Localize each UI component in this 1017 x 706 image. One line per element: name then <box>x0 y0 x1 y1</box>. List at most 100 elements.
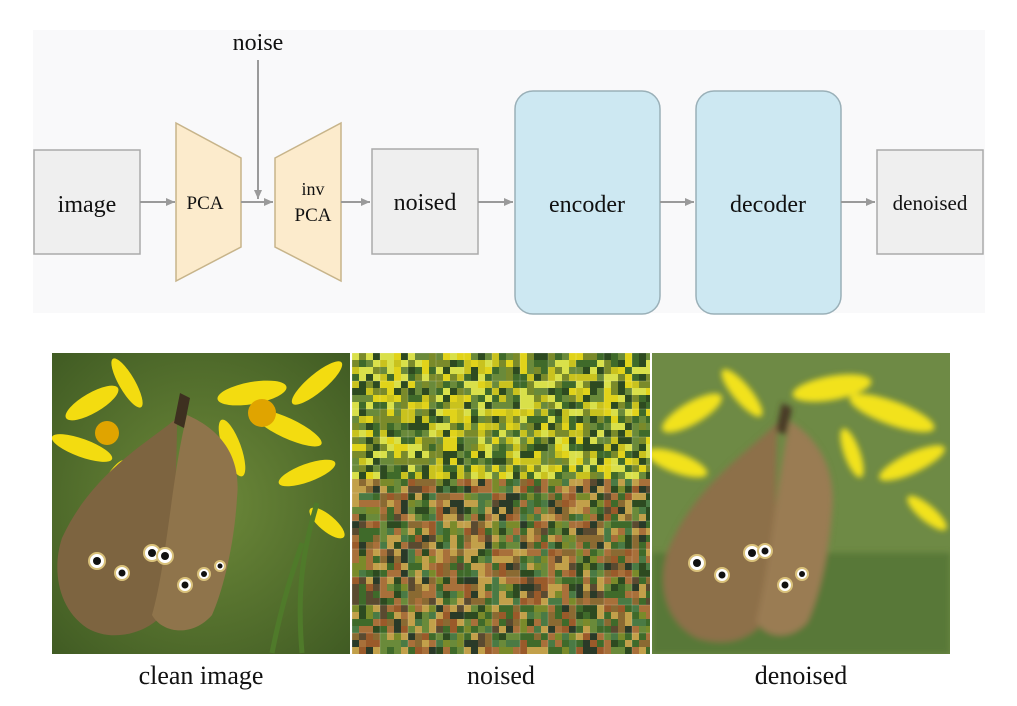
noise-pixel <box>583 619 590 626</box>
noise-pixel <box>471 521 478 528</box>
noise-pixel <box>352 444 359 451</box>
noise-pixel <box>555 521 562 528</box>
noise-pixel <box>464 360 471 367</box>
noise-pixel <box>569 367 576 374</box>
noise-pixel <box>562 486 569 493</box>
noise-pixel <box>450 367 457 374</box>
noise-pixel <box>639 388 646 395</box>
noise-pixel <box>436 409 443 416</box>
noise-pixel <box>569 402 576 409</box>
noise-pixel <box>562 633 569 640</box>
noise-pixel <box>576 353 583 360</box>
noise-pixel <box>590 416 597 423</box>
noise-pixel <box>394 465 401 472</box>
noise-pixel <box>352 535 359 542</box>
noise-pixel <box>618 444 625 451</box>
noise-pixel <box>485 388 492 395</box>
noise-pixel <box>604 395 611 402</box>
noise-pixel <box>352 626 359 633</box>
noise-pixel <box>646 584 650 591</box>
noise-pixel <box>632 395 639 402</box>
noise-pixel <box>492 563 499 570</box>
noise-pixel <box>352 563 359 570</box>
noise-pixel <box>373 493 380 500</box>
noise-pixel <box>359 563 366 570</box>
noise-pixel <box>464 367 471 374</box>
noise-pixel <box>492 591 499 598</box>
noise-pixel <box>457 584 464 591</box>
noise-pixel <box>387 612 394 619</box>
noise-pixel <box>436 423 443 430</box>
noise-pixel <box>387 556 394 563</box>
noise-pixel <box>443 374 450 381</box>
noise-pixel <box>520 521 527 528</box>
noise-pixel <box>597 437 604 444</box>
noise-pixel <box>632 542 639 549</box>
noise-pixel <box>485 360 492 367</box>
noise-pixel <box>492 437 499 444</box>
noise-pixel <box>590 500 597 507</box>
noise-pixel <box>394 353 401 360</box>
noise-pixel <box>429 549 436 556</box>
noise-pixel <box>464 605 471 612</box>
noise-pixel <box>639 465 646 472</box>
noise-pixel <box>632 437 639 444</box>
noise-pixel <box>618 612 625 619</box>
noise-pixel <box>590 374 597 381</box>
noise-pixel <box>450 458 457 465</box>
noise-pixel <box>632 360 639 367</box>
noise-pixel <box>464 388 471 395</box>
noise-pixel <box>639 381 646 388</box>
noise-pixel <box>618 374 625 381</box>
noise-pixel <box>611 507 618 514</box>
noise-pixel <box>415 563 422 570</box>
noise-pixel <box>394 374 401 381</box>
noise-pixel <box>443 416 450 423</box>
noise-pixel <box>429 465 436 472</box>
noise-pixel <box>443 514 450 521</box>
noise-pixel <box>485 458 492 465</box>
noise-pixel <box>464 577 471 584</box>
noise-pixel <box>625 437 632 444</box>
noise-pixel <box>471 416 478 423</box>
noise-pixel <box>415 486 422 493</box>
noise-pixel <box>499 353 506 360</box>
noise-pixel <box>513 423 520 430</box>
noise-pixel <box>534 591 541 598</box>
noise-pixel <box>464 381 471 388</box>
noise-pixel <box>366 374 373 381</box>
noise-pixel <box>632 514 639 521</box>
noise-pixel <box>597 535 604 542</box>
noise-pixel <box>359 388 366 395</box>
noise-pixel <box>366 458 373 465</box>
noise-pixel <box>632 458 639 465</box>
noise-pixel <box>534 535 541 542</box>
noise-pixel <box>408 472 415 479</box>
noise-pixel <box>506 374 513 381</box>
noise-pixel <box>534 486 541 493</box>
noise-pixel <box>429 409 436 416</box>
noise-pixel <box>401 388 408 395</box>
noise-pixel <box>478 465 485 472</box>
noise-pixel <box>527 570 534 577</box>
noise-pixel <box>569 430 576 437</box>
noise-pixel <box>506 521 513 528</box>
noise-pixel <box>639 409 646 416</box>
noise-pixel <box>478 640 485 647</box>
noise-pixel <box>457 549 464 556</box>
noise-pixel <box>422 451 429 458</box>
noise-pixel <box>366 423 373 430</box>
noise-pixel <box>387 437 394 444</box>
noise-pixel <box>583 626 590 633</box>
noise-pixel <box>611 395 618 402</box>
noise-pixel <box>457 353 464 360</box>
noise-pixel <box>569 444 576 451</box>
noise-pixel <box>401 500 408 507</box>
noise-pixel <box>499 542 506 549</box>
noise-pixel <box>394 388 401 395</box>
noise-pixel <box>590 605 597 612</box>
noise-pixel <box>415 388 422 395</box>
noise-pixel <box>429 493 436 500</box>
noise-pixel <box>646 612 650 619</box>
noise-pixel <box>604 570 611 577</box>
